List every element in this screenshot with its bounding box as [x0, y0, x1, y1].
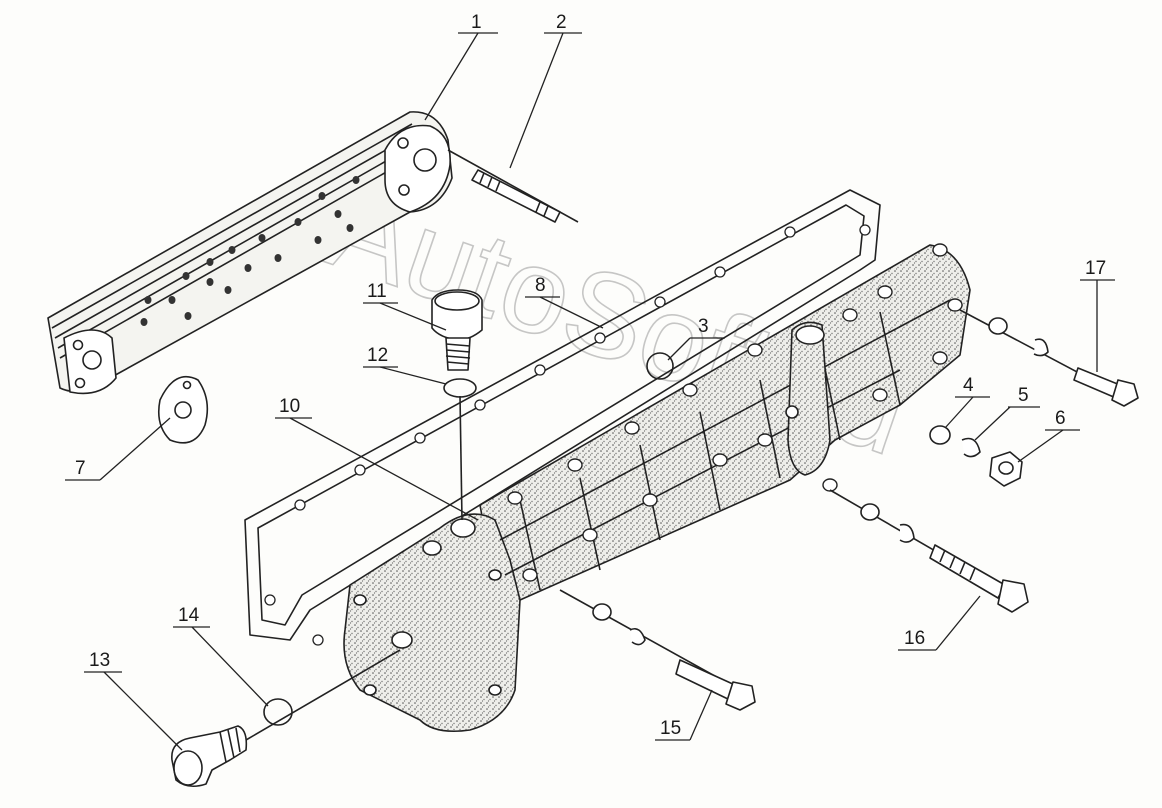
bolt-16-assembly: [829, 489, 1029, 613]
bolt-17-assembly: [959, 309, 1139, 407]
hex-nut-6: [989, 451, 1023, 487]
o-ring-3: [646, 352, 674, 380]
oil-cooler-core: [47, 111, 453, 395]
callout-4: 4: [963, 375, 974, 396]
callout-3: 3: [698, 316, 709, 337]
washer-4: [929, 425, 951, 445]
callout-6: 6: [1055, 408, 1066, 429]
drain-plug: [171, 649, 401, 788]
callout-10: 10: [279, 396, 300, 417]
callout-16: 16: [904, 628, 925, 649]
stud-bolt: [447, 149, 579, 223]
callout-1: 1: [471, 12, 482, 33]
spring-washer-5: [961, 437, 981, 458]
callout-7: 7: [75, 458, 86, 479]
oil-filter-housing: [343, 243, 971, 733]
callout-17: 17: [1085, 258, 1106, 279]
callout-14: 14: [178, 605, 200, 626]
callout-2: 2: [556, 12, 567, 33]
o-ring-12: [443, 378, 477, 521]
o-ring-14: [263, 698, 293, 726]
callout-15: 15: [660, 718, 681, 739]
callout-12: 12: [367, 345, 388, 366]
leader-lines: [65, 32, 1115, 751]
callout-11: 11: [367, 281, 387, 302]
bolt-15-assembly: [559, 589, 756, 711]
callout-13: 13: [89, 650, 110, 671]
housing-gasket: [244, 189, 881, 646]
plug-bolt: [431, 289, 483, 371]
small-gasket: [157, 375, 209, 444]
callout-5: 5: [1018, 385, 1029, 406]
callout-8: 8: [535, 275, 546, 296]
